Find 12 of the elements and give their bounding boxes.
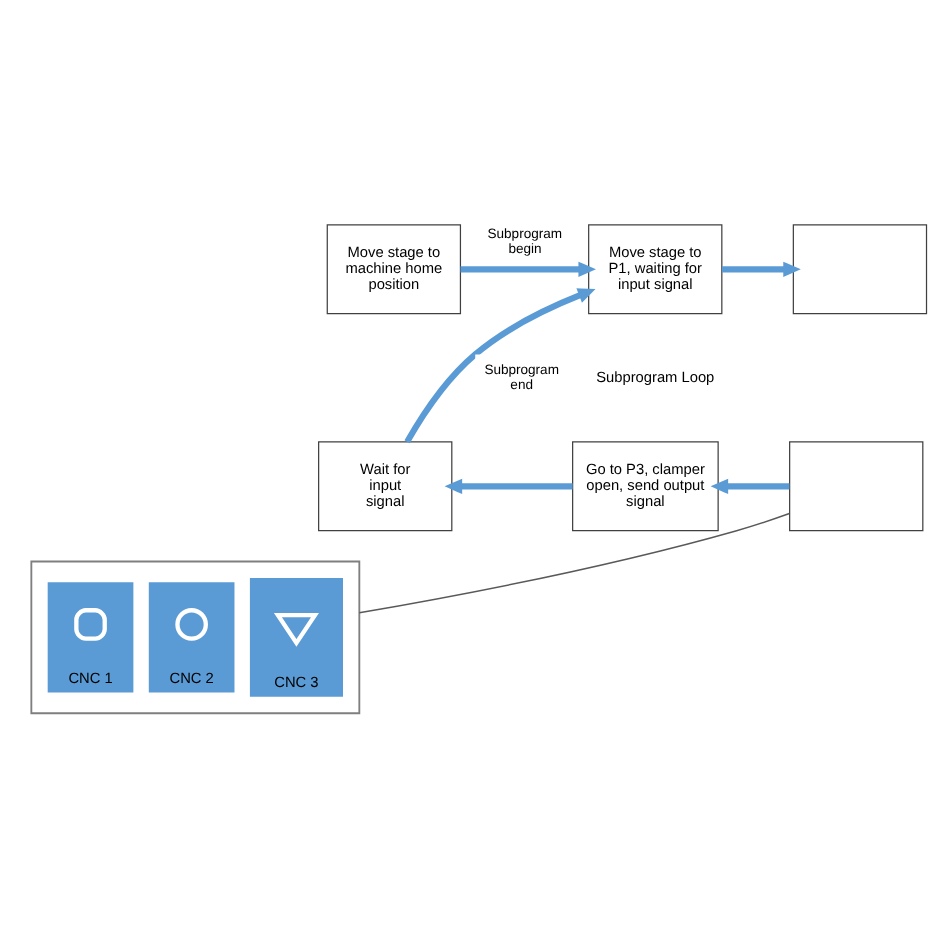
arrow <box>460 261 596 277</box>
node-circle <box>175 608 208 641</box>
arrow <box>710 478 790 494</box>
arrow <box>444 478 573 494</box>
node-box <box>74 608 107 641</box>
node-box <box>789 441 924 532</box>
node-box <box>792 224 928 315</box>
arrow <box>722 261 801 277</box>
arrow <box>404 288 596 444</box>
connector <box>358 512 791 614</box>
node-triangle <box>273 613 319 647</box>
cluster <box>30 560 361 715</box>
